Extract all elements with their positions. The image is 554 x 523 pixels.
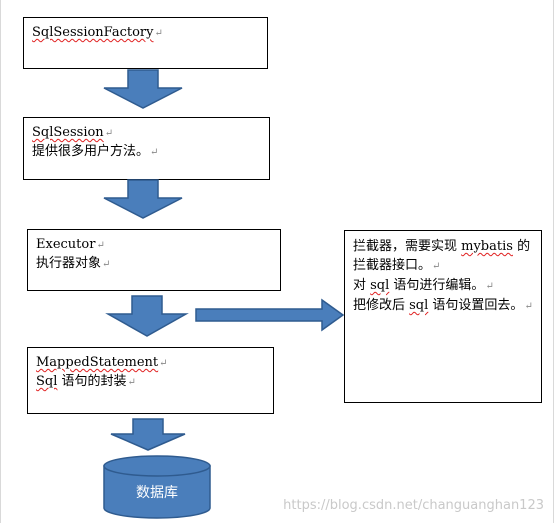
down-arrow-1: [103, 69, 183, 109]
sqlsessionfactory-box: SqlSessionFactory↵: [23, 17, 268, 69]
mappedstatement-title-line: MappedStatement↵: [36, 354, 265, 373]
mappedstatement-title: MappedStatement: [36, 355, 159, 370]
sqlsessionfactory-title: SqlSessionFactory: [32, 25, 154, 40]
executor-title: Executor: [36, 237, 96, 252]
sqlsession-desc: 提供很多用户方法。: [32, 144, 150, 159]
database-cylinder: [103, 455, 211, 519]
paragraph-mark: ↵: [154, 28, 163, 39]
paragraph-mark: ↵: [102, 259, 111, 270]
mappedstatement-box: MappedStatement↵ Sql 语句的封装↵: [27, 347, 274, 414]
interceptor-text: 拦截器接口。: [353, 258, 432, 273]
interceptor-text: 对: [353, 278, 371, 293]
interceptor-line-1: 拦截器，需要实现 mybatis 的: [353, 237, 533, 256]
executor-title-line: Executor↵: [36, 236, 272, 255]
interceptor-box: 拦截器，需要实现 mybatis 的 拦截器接口。↵ 对 sql 语句进行编辑。…: [344, 230, 542, 403]
down-arrow-2: [103, 179, 183, 219]
sqlsession-box: SqlSession↵ 提供很多用户方法。↵: [23, 117, 270, 180]
watermark: https://blog.csdn.net/changuanghan123: [283, 498, 544, 513]
database-label: 数据库: [136, 485, 178, 501]
mybatis-term: mybatis: [461, 239, 513, 254]
interceptor-line-4: 把修改后 sql 语句设置回去。↵: [353, 296, 533, 316]
sqlsession-title: SqlSession: [32, 125, 104, 140]
paragraph-mark: ↵: [127, 377, 136, 388]
paragraph-mark: ↵: [150, 147, 159, 158]
mappedstatement-desc-line: Sql 语句的封装↵: [36, 373, 265, 392]
right-arrow: [195, 298, 345, 332]
interceptor-text: 拦截器，需要实现: [353, 239, 462, 254]
interceptor-line-2: 拦截器接口。↵: [353, 256, 533, 276]
executor-box: Executor↵ 执行器对象↵: [27, 229, 281, 291]
executor-desc-line: 执行器对象↵: [36, 255, 272, 274]
interceptor-text: 把修改后: [353, 298, 410, 313]
down-arrow-3: [105, 295, 189, 337]
sql-term: sql: [370, 278, 390, 293]
paragraph-mark: ↵: [96, 240, 105, 251]
sqlsessionfactory-label: SqlSessionFactory↵: [32, 24, 259, 43]
mappedstatement-desc-sql: Sql: [36, 374, 58, 389]
executor-desc: 执行器对象: [36, 256, 102, 271]
interceptor-text: 语句设置回去。: [428, 298, 524, 313]
paragraph-mark: ↵: [104, 128, 114, 139]
sqlsession-title-line: SqlSession↵: [32, 124, 261, 143]
mappedstatement-desc: 语句的封装: [57, 374, 127, 389]
interceptor-text: 语句进行编辑。: [389, 278, 485, 293]
interceptor-text: 的: [512, 239, 531, 254]
down-arrow-4: [110, 418, 186, 451]
frame-left-edge: [0, 0, 1, 523]
paragraph-mark: ↵: [485, 281, 494, 292]
paragraph-mark: ↵: [432, 261, 441, 272]
paragraph-mark: ↵: [524, 301, 533, 312]
sql-term: sql: [409, 298, 429, 313]
interceptor-line-3: 对 sql 语句进行编辑。↵: [353, 276, 533, 296]
paragraph-mark: ↵: [159, 358, 168, 369]
sqlsession-desc-line: 提供很多用户方法。↵: [32, 143, 261, 162]
